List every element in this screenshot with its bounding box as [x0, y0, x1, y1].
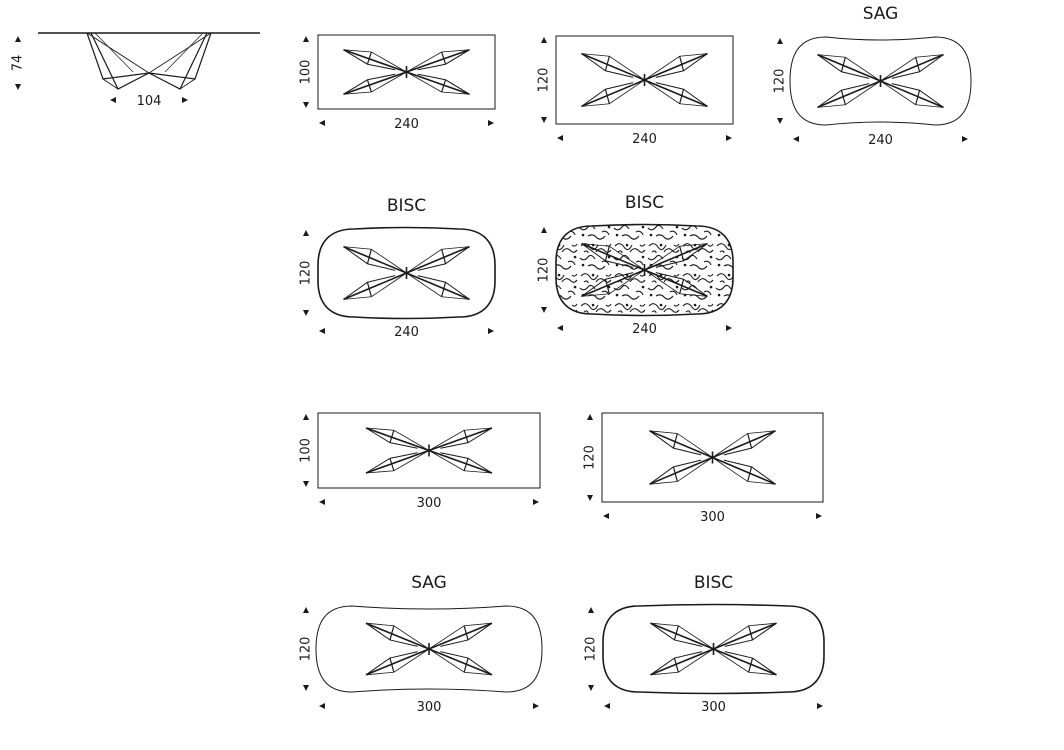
- depth-label: 120: [537, 258, 552, 283]
- shape-title: BISC: [694, 573, 733, 593]
- table-variant-7: 120 300: [583, 412, 824, 525]
- bisc-top-outline: [317, 226, 496, 320]
- depth-arrow-top-icon: [541, 227, 547, 233]
- x-base-frame: [581, 242, 708, 298]
- depth-arrow-bottom-icon: [541, 307, 547, 313]
- table-variant-2: 120 240: [537, 35, 734, 147]
- side-base-frame: [86, 32, 212, 90]
- depth-arrow-bottom-icon: [303, 481, 309, 487]
- width-label: 240: [632, 322, 657, 337]
- width-arrow-left-icon: [557, 135, 563, 141]
- side-view: 74 104: [11, 32, 260, 109]
- width-label: 240: [394, 117, 419, 132]
- width-arrow-right-icon: [726, 325, 732, 331]
- depth-arrow-bottom-icon: [303, 102, 309, 108]
- depth-arrow-top-icon: [303, 607, 309, 613]
- depth-arrow-right-icon: [182, 97, 188, 103]
- height-arrow-top-icon: [15, 36, 21, 42]
- depth-arrow-top-icon: [303, 36, 309, 42]
- depth-label: 120: [299, 637, 314, 662]
- width-label: 240: [632, 132, 657, 147]
- table-variant-1: 100 240: [299, 34, 496, 132]
- width-arrow-right-icon: [488, 328, 494, 334]
- width-label: 240: [868, 133, 893, 148]
- table-variant-9: BISC 120 300: [584, 573, 825, 715]
- depth-arrow-bottom-icon: [303, 685, 309, 691]
- height-arrow-bottom-icon: [15, 84, 21, 90]
- depth-label: 120: [583, 445, 598, 470]
- width-arrow-left-icon: [319, 328, 325, 334]
- x-base-frame: [343, 245, 470, 301]
- depth-label: 120: [773, 69, 788, 94]
- width-arrow-left-icon: [793, 136, 799, 142]
- width-arrow-left-icon: [319, 120, 325, 126]
- width-label: 300: [701, 700, 726, 715]
- x-base-frame: [365, 622, 493, 676]
- depth-arrow-bottom-icon: [587, 495, 593, 501]
- depth-arrow-bottom-icon: [588, 685, 594, 691]
- depth-arrow-top-icon: [303, 414, 309, 420]
- depth-label: 120: [537, 68, 552, 93]
- table-variant-3: SAG 120 240: [773, 4, 972, 148]
- width-arrow-right-icon: [962, 136, 968, 142]
- depth-label: 100: [299, 438, 314, 463]
- depth-arrow-left-icon: [110, 97, 116, 103]
- width-arrow-right-icon: [726, 135, 732, 141]
- x-base-frame: [649, 430, 776, 485]
- width-arrow-left-icon: [604, 703, 610, 709]
- depth-arrow-bottom-icon: [303, 310, 309, 316]
- width-arrow-right-icon: [533, 499, 539, 505]
- width-arrow-left-icon: [319, 703, 325, 709]
- depth-arrow-top-icon: [303, 230, 309, 236]
- sag-top-outline: [315, 605, 543, 693]
- width-arrow-right-icon: [533, 703, 539, 709]
- x-base-frame: [365, 427, 493, 474]
- depth-label: 100: [299, 60, 314, 85]
- shape-title: BISC: [387, 196, 426, 216]
- table-variant-4: BISC 120 240: [299, 196, 496, 340]
- width-label: 240: [394, 325, 419, 340]
- table-variant-8: SAG 120 300: [299, 573, 543, 715]
- sag-top-outline: [789, 36, 972, 126]
- width-arrow-right-icon: [817, 703, 823, 709]
- x-base-frame: [650, 622, 777, 676]
- shape-title: SAG: [863, 4, 899, 24]
- width-label: 300: [700, 510, 725, 525]
- height-label: 74: [11, 55, 26, 72]
- shape-title: SAG: [411, 573, 447, 593]
- width-arrow-right-icon: [488, 120, 494, 126]
- table-variants: 100240120240SAG120240BISC120240BISC12024…: [299, 4, 972, 715]
- width-label: 300: [417, 700, 442, 715]
- rectangular-top-outline: [601, 412, 824, 503]
- depth-arrow-top-icon: [587, 414, 593, 420]
- width-arrow-left-icon: [557, 325, 563, 331]
- depth-label: 120: [584, 637, 599, 662]
- x-base-frame: [581, 52, 708, 108]
- width-label: 300: [417, 496, 442, 511]
- bisc-top-outline: [602, 603, 825, 695]
- shape-title: BISC: [625, 193, 664, 213]
- rectangular-top-outline: [555, 35, 734, 125]
- table-variant-6: 100 300: [299, 412, 541, 511]
- x-base-frame: [817, 53, 944, 109]
- depth-arrow-top-icon: [588, 607, 594, 613]
- rectangular-top-outline: [317, 34, 496, 110]
- depth-arrow-bottom-icon: [541, 117, 547, 123]
- width-arrow-right-icon: [816, 513, 822, 519]
- depth-label: 120: [299, 261, 314, 286]
- depth-arrow-bottom-icon: [777, 118, 783, 124]
- depth-label: 104: [137, 94, 162, 109]
- table-variant-5: BISC 120 240: [537, 193, 734, 337]
- width-arrow-left-icon: [319, 499, 325, 505]
- width-arrow-left-icon: [603, 513, 609, 519]
- rectangular-top-outline: [317, 412, 541, 489]
- x-base-frame: [343, 49, 470, 95]
- depth-arrow-top-icon: [777, 38, 783, 44]
- depth-arrow-top-icon: [541, 37, 547, 43]
